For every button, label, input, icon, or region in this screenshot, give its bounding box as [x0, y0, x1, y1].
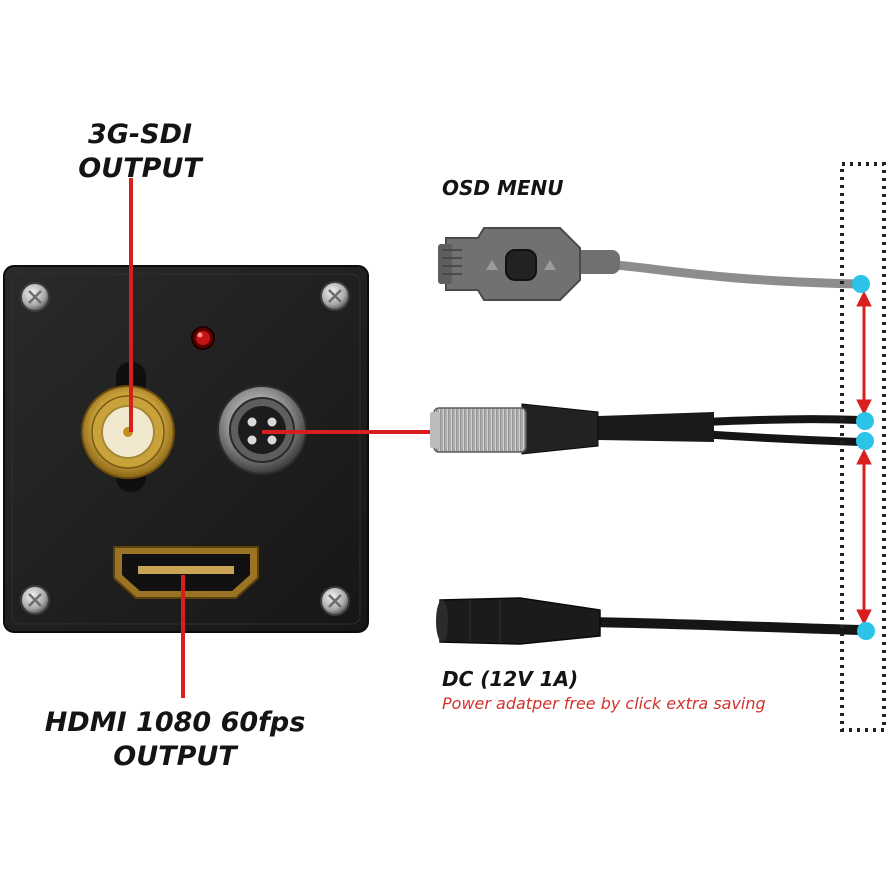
sdi-label-line2: OUTPUT — [78, 152, 202, 184]
marker-dots — [852, 275, 875, 640]
hdmi-label-line1: HDMI 1080 60fps — [44, 707, 306, 738]
dc-jack-icon — [436, 597, 861, 645]
osd-button-icon — [438, 227, 865, 301]
osd-menu-label: OSD MENU — [442, 176, 564, 200]
mounting-screw-icon — [20, 281, 350, 616]
status-led-icon — [191, 326, 215, 350]
pointer-lines — [129, 178, 430, 698]
hdmi-label-line2: OUTPUT — [113, 740, 237, 772]
sdi-output-label: 3G-SDI OUTPUT — [60, 118, 220, 186]
hdmi-output-label: HDMI 1080 60fps OUTPUT — [40, 706, 310, 774]
hirose-cable-icon — [430, 403, 861, 455]
camera-body — [3, 265, 369, 633]
sdi-label-line1: 3G-SDI — [87, 119, 193, 150]
power-adapter-promo: Power adatper free by click extra saving — [442, 694, 766, 713]
dc-power-label: DC (12V 1A) — [442, 667, 579, 691]
hdmi-port-icon — [113, 546, 259, 599]
connection-arrows — [856, 290, 872, 626]
bnc-connector-icon — [81, 362, 175, 492]
